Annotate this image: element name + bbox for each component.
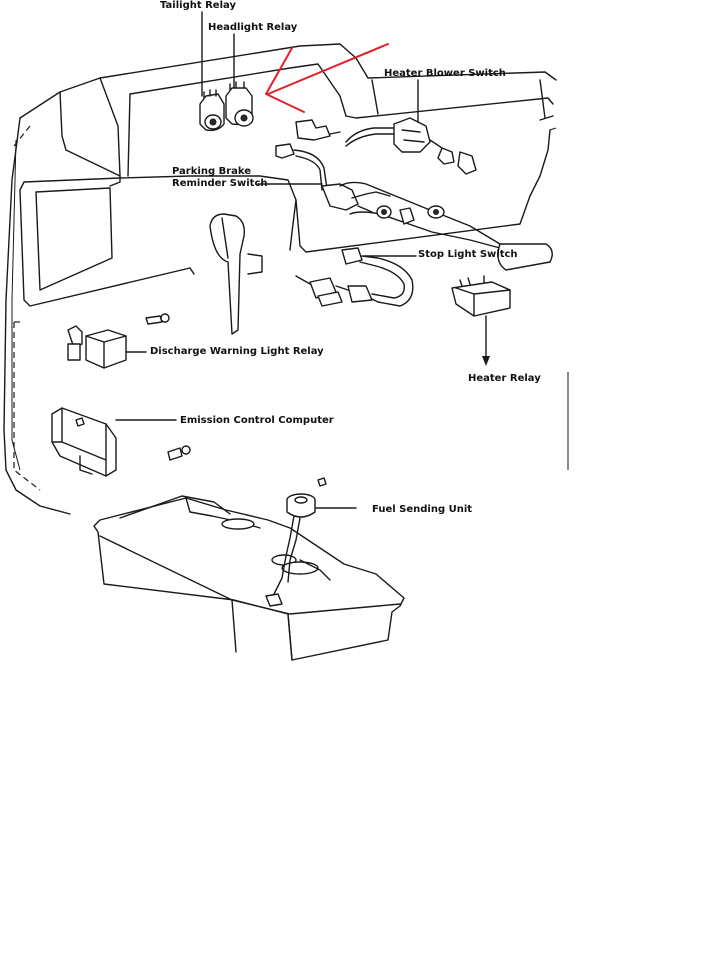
label-heater-relay: Heater Relay: [468, 373, 541, 384]
label-headlight-relay: Headlight Relay: [208, 22, 298, 33]
label-discharge-warning-light-relay: Discharge Warning Light Relay: [150, 346, 324, 357]
label-tailight-relay: Tailight Relay: [160, 0, 236, 11]
parking-brake-switch-part: [275, 143, 553, 271]
annotation-arrow: [265, 43, 389, 113]
tailight-relay-part: [199, 89, 225, 132]
label-fuel-sending-unit: Fuel Sending Unit: [372, 504, 473, 515]
stop-light-switch-part: [295, 247, 414, 307]
headlight-relay-part: [225, 81, 254, 127]
label-parking-brake-line2: Reminder Switch: [172, 178, 268, 189]
label-stop-light-switch: Stop Light Switch: [418, 249, 518, 260]
label-heater-blower-switch: Heater Blower Switch: [384, 68, 506, 79]
dashboard-outline: [3, 43, 569, 515]
label-emission-control-computer: Emission Control Computer: [180, 415, 334, 426]
label-parking-brake-line1: Parking Brake: [172, 166, 252, 177]
fuel-tank-part: [93, 477, 405, 661]
heater-relay-part: [451, 275, 511, 366]
heater-blower-switch-part: [295, 117, 477, 175]
discharge-warning-relay-part: [67, 313, 170, 369]
emission-computer-part: [51, 407, 191, 477]
